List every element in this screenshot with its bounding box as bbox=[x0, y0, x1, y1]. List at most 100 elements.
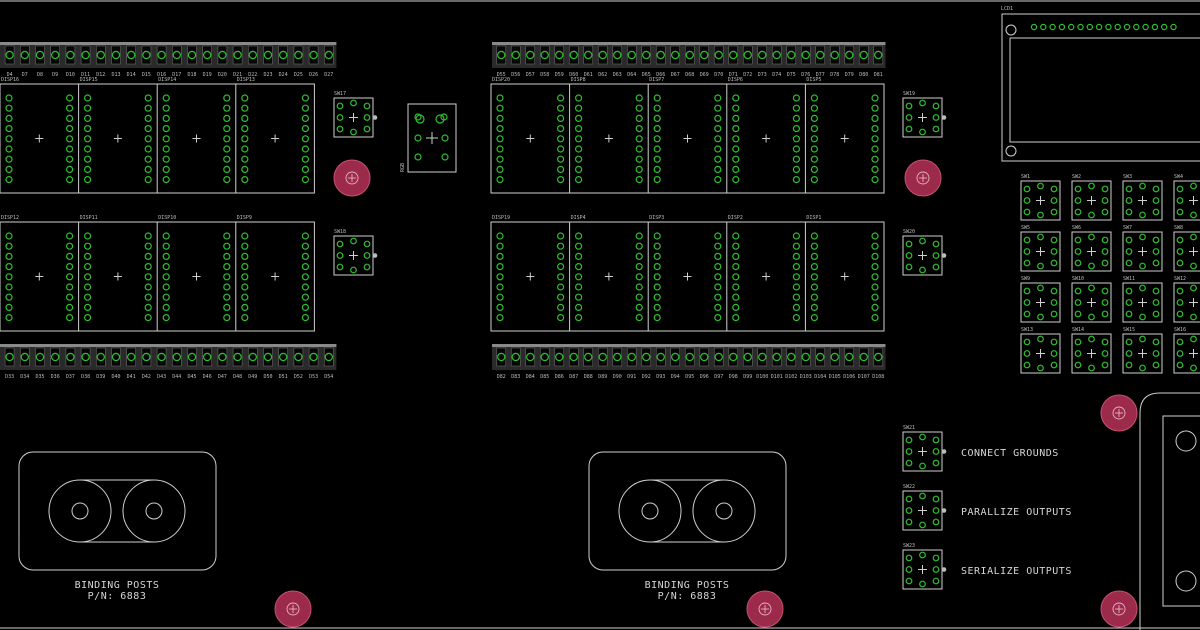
led-pad bbox=[714, 50, 723, 60]
display-pin bbox=[714, 314, 722, 322]
display-label: DISP10 bbox=[158, 215, 176, 221]
led-cell bbox=[156, 347, 167, 367]
display-pin bbox=[732, 145, 740, 153]
display-pin bbox=[241, 303, 249, 311]
display-pin bbox=[556, 293, 565, 301]
display-pin bbox=[635, 242, 643, 250]
switch-footprint: SW6 bbox=[1071, 225, 1112, 272]
display-pin bbox=[556, 303, 565, 311]
lcd-label: LCD1 bbox=[1001, 6, 1013, 12]
display-pin bbox=[162, 242, 170, 250]
switch-pin bbox=[932, 495, 940, 503]
led-label: D24 bbox=[279, 72, 288, 78]
switch-pin bbox=[1074, 208, 1082, 216]
led-cell bbox=[510, 347, 521, 367]
switch-pin bbox=[363, 240, 371, 248]
display-pin bbox=[871, 283, 879, 291]
display-pin bbox=[810, 242, 819, 250]
display-pin bbox=[162, 283, 170, 291]
switch-pin bbox=[1190, 233, 1197, 241]
led-cell bbox=[539, 45, 550, 65]
display-pin bbox=[574, 252, 583, 260]
display-pin bbox=[144, 135, 152, 143]
display-pin bbox=[635, 155, 643, 163]
display-pin bbox=[653, 303, 661, 311]
display-pin bbox=[714, 145, 722, 153]
switch-label: SW1 bbox=[1021, 174, 1030, 180]
led-label: D102 bbox=[785, 374, 797, 380]
display-pin bbox=[732, 135, 740, 143]
led-label: D39 bbox=[96, 374, 105, 380]
display-pin bbox=[65, 314, 74, 322]
led-pad bbox=[126, 352, 136, 362]
led-pad bbox=[218, 352, 227, 362]
led-label: D75 bbox=[787, 72, 796, 78]
led-cell bbox=[50, 45, 61, 65]
lcd-pin bbox=[1095, 23, 1103, 31]
display-pin bbox=[635, 232, 643, 240]
switch-pin bbox=[1037, 335, 1044, 343]
switch-pin bbox=[905, 252, 913, 259]
switch-pin bbox=[1152, 208, 1160, 216]
switch-outline bbox=[1122, 180, 1163, 221]
binding-posts-left: BINDING POSTS P/N: 6883 bbox=[18, 451, 217, 602]
switch-pin bbox=[1139, 313, 1146, 321]
display-pin bbox=[496, 314, 504, 322]
display-pin bbox=[301, 314, 309, 322]
display-label: DISP20 bbox=[492, 77, 510, 83]
switch-pin bbox=[905, 554, 913, 562]
display-pin bbox=[5, 242, 13, 250]
led-cell bbox=[786, 45, 797, 65]
led-pad bbox=[96, 352, 106, 362]
switch-pin bbox=[1190, 262, 1197, 270]
led-pad bbox=[874, 50, 883, 60]
led-label: D45 bbox=[187, 374, 196, 380]
mounting-hole-ring bbox=[916, 171, 930, 185]
display-pin bbox=[556, 125, 565, 133]
led-cell bbox=[4, 347, 15, 367]
led-label: D15 bbox=[142, 72, 151, 78]
display-pin bbox=[792, 165, 801, 173]
led-cell bbox=[172, 45, 182, 65]
display-pin bbox=[241, 104, 249, 112]
display-pin bbox=[223, 303, 231, 311]
display-pin bbox=[714, 252, 722, 260]
display-pin bbox=[162, 114, 170, 123]
led-label: D105 bbox=[829, 374, 841, 380]
led-pad bbox=[656, 50, 665, 60]
led-label: D86 bbox=[555, 374, 564, 380]
switch-pin bbox=[1074, 287, 1082, 295]
led-pad bbox=[511, 352, 520, 362]
led-cell bbox=[554, 45, 565, 65]
led-pad bbox=[714, 352, 723, 362]
led-label: D60 bbox=[569, 72, 578, 78]
led-label: D23 bbox=[263, 72, 272, 78]
display-pin bbox=[241, 314, 249, 322]
led-label: D92 bbox=[642, 374, 651, 380]
led-cell bbox=[19, 45, 30, 65]
display-pin bbox=[223, 252, 231, 260]
led-cell bbox=[141, 347, 152, 367]
switch-pin bbox=[1074, 185, 1082, 193]
switch-footprint: SW17 bbox=[333, 91, 378, 138]
display-pin bbox=[653, 314, 661, 322]
switch-pin bbox=[1088, 335, 1095, 343]
led-cell bbox=[655, 45, 666, 65]
switch-label: SW18 bbox=[334, 229, 346, 235]
led-cell bbox=[293, 347, 304, 367]
display-pin bbox=[871, 165, 879, 173]
led-pad bbox=[598, 50, 607, 60]
display-pin bbox=[144, 252, 152, 260]
display-pin bbox=[83, 283, 92, 291]
display-pin bbox=[574, 104, 583, 112]
led-label: D103 bbox=[800, 374, 812, 380]
display-pin bbox=[223, 135, 231, 143]
led-label: D44 bbox=[172, 374, 181, 380]
led-cell bbox=[232, 347, 243, 367]
binding-posts-part: P/N: 6883 bbox=[658, 591, 717, 602]
switch-label: SW10 bbox=[1072, 276, 1084, 282]
switch-pin bbox=[905, 125, 913, 133]
switch-label: SW6 bbox=[1072, 225, 1081, 231]
switch-pin bbox=[1050, 361, 1058, 369]
